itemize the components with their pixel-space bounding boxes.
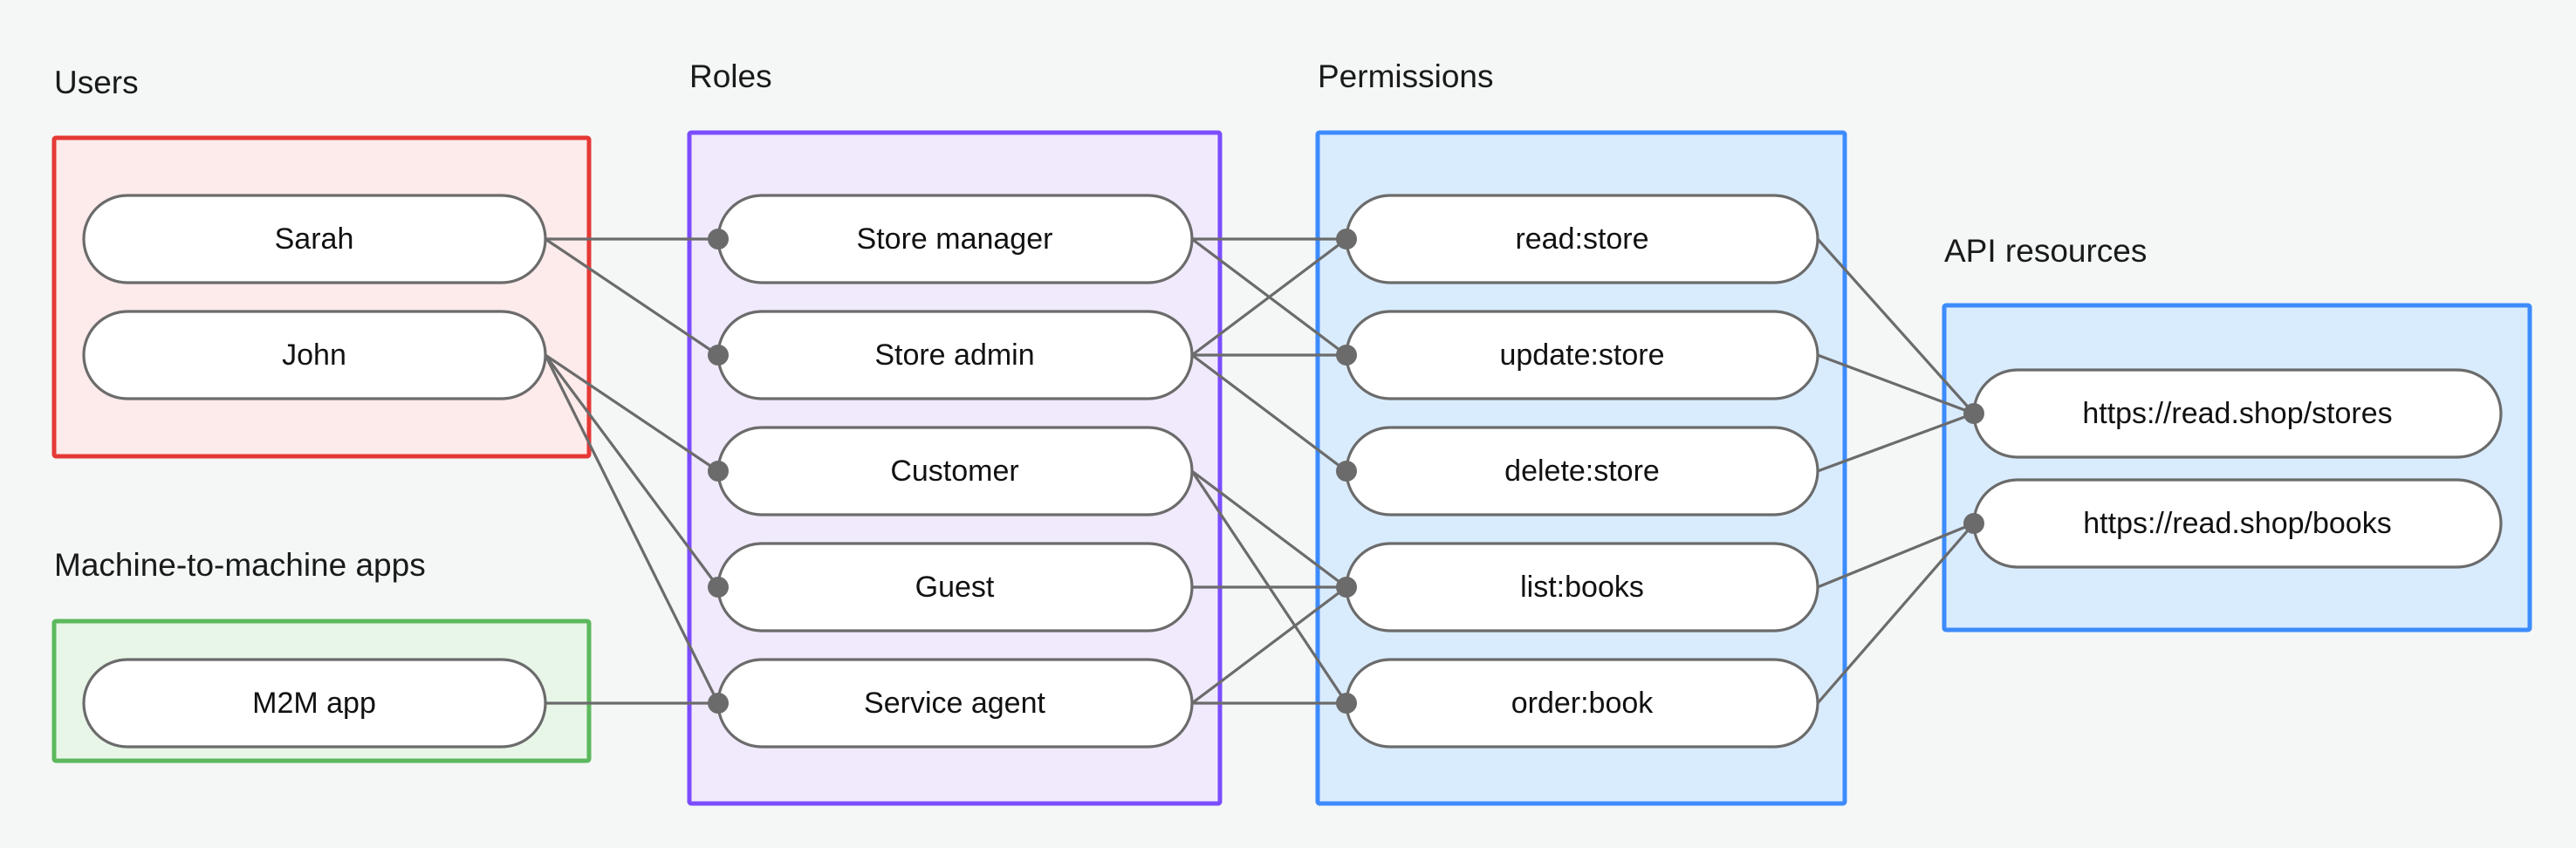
node-label-john: John — [282, 339, 346, 372]
edge-read-store-res-stores — [1816, 237, 1976, 415]
endpoint-dot-list-books — [1336, 577, 1357, 598]
edge-endpoint-layer — [708, 229, 1984, 714]
endpoint-dot-delete-store — [1336, 461, 1357, 482]
node-label-list-books: list:books — [1520, 571, 1644, 604]
node-john[interactable]: John — [82, 310, 547, 400]
edge-delete-store-res-stores — [1817, 412, 1975, 473]
node-customer[interactable]: Customer — [716, 426, 1194, 516]
node-read-store[interactable]: read:store — [1345, 194, 1819, 284]
node-label-update-store: update:store — [1499, 339, 1664, 372]
edge-john-service-agent — [544, 354, 720, 704]
node-label-m2m-app: M2M app — [252, 687, 376, 720]
node-res-stores[interactable]: https://read.shop/stores — [1972, 368, 2503, 459]
edge-update-store-res-stores — [1817, 353, 1975, 415]
edge-customer-list-books — [1191, 469, 1347, 589]
endpoint-dot-store-admin — [708, 345, 729, 366]
node-store-admin[interactable]: Store admin — [716, 310, 1194, 400]
node-service-agent[interactable]: Service agent — [716, 658, 1194, 749]
node-label-order-book: order:book — [1511, 687, 1655, 720]
node-label-read-store: read:store — [1515, 222, 1648, 256]
endpoint-dot-guest — [708, 577, 729, 598]
node-update-store[interactable]: update:store — [1345, 310, 1819, 400]
group-label-roles: Roles — [689, 58, 772, 94]
edge-layer — [544, 237, 1976, 705]
node-guest[interactable]: Guest — [716, 542, 1194, 633]
group-label-api-resources: API resources — [1944, 233, 2147, 269]
group-label-m2m: Machine-to-machine apps — [54, 547, 426, 583]
node-sarah[interactable]: Sarah — [82, 194, 547, 284]
node-label-delete-store: delete:store — [1504, 455, 1660, 488]
edge-john-guest — [544, 354, 720, 588]
edge-store-admin-delete-store — [1191, 353, 1347, 473]
endpoint-dot-store-manager — [708, 229, 729, 250]
endpoint-dot-read-store — [1336, 229, 1357, 250]
node-label-store-admin: Store admin — [874, 339, 1034, 372]
node-m2m-app[interactable]: M2M app — [82, 658, 547, 749]
edge-service-agent-list-books — [1191, 585, 1347, 705]
edge-store-admin-read-store — [1191, 237, 1347, 357]
group-label-permissions: Permissions — [1318, 58, 1494, 94]
node-res-books[interactable]: https://read.shop/books — [1972, 478, 2503, 569]
node-label-customer: Customer — [890, 455, 1018, 488]
node-list-books[interactable]: list:books — [1345, 542, 1819, 633]
node-label-guest: Guest — [915, 571, 995, 604]
endpoint-dot-order-book — [1336, 693, 1357, 714]
node-store-manager[interactable]: Store manager — [716, 194, 1194, 284]
node-label-res-stores: https://read.shop/stores — [2082, 397, 2392, 430]
node-delete-store[interactable]: delete:store — [1345, 426, 1819, 516]
edge-list-books-res-books — [1817, 522, 1975, 589]
edge-john-customer — [545, 353, 719, 473]
edge-order-book-res-books — [1816, 522, 1976, 705]
node-label-res-books: https://read.shop/books — [2083, 507, 2391, 540]
endpoint-dot-update-store — [1336, 345, 1357, 366]
group-box-users — [51, 135, 592, 459]
endpoint-dot-service-agent — [708, 693, 729, 714]
node-label-store-manager: Store manager — [857, 222, 1053, 256]
endpoint-dot-customer — [708, 461, 729, 482]
node-label-service-agent: Service agent — [864, 687, 1045, 720]
edge-sarah-store-admin — [545, 237, 719, 357]
endpoint-dot-res-books — [1963, 513, 1984, 534]
node-order-book[interactable]: order:book — [1345, 658, 1819, 749]
endpoint-dot-res-stores — [1963, 403, 1984, 424]
group-label-users: Users — [54, 65, 139, 100]
group-box-api-resources — [1942, 303, 2532, 633]
node-label-sarah: Sarah — [275, 222, 354, 256]
